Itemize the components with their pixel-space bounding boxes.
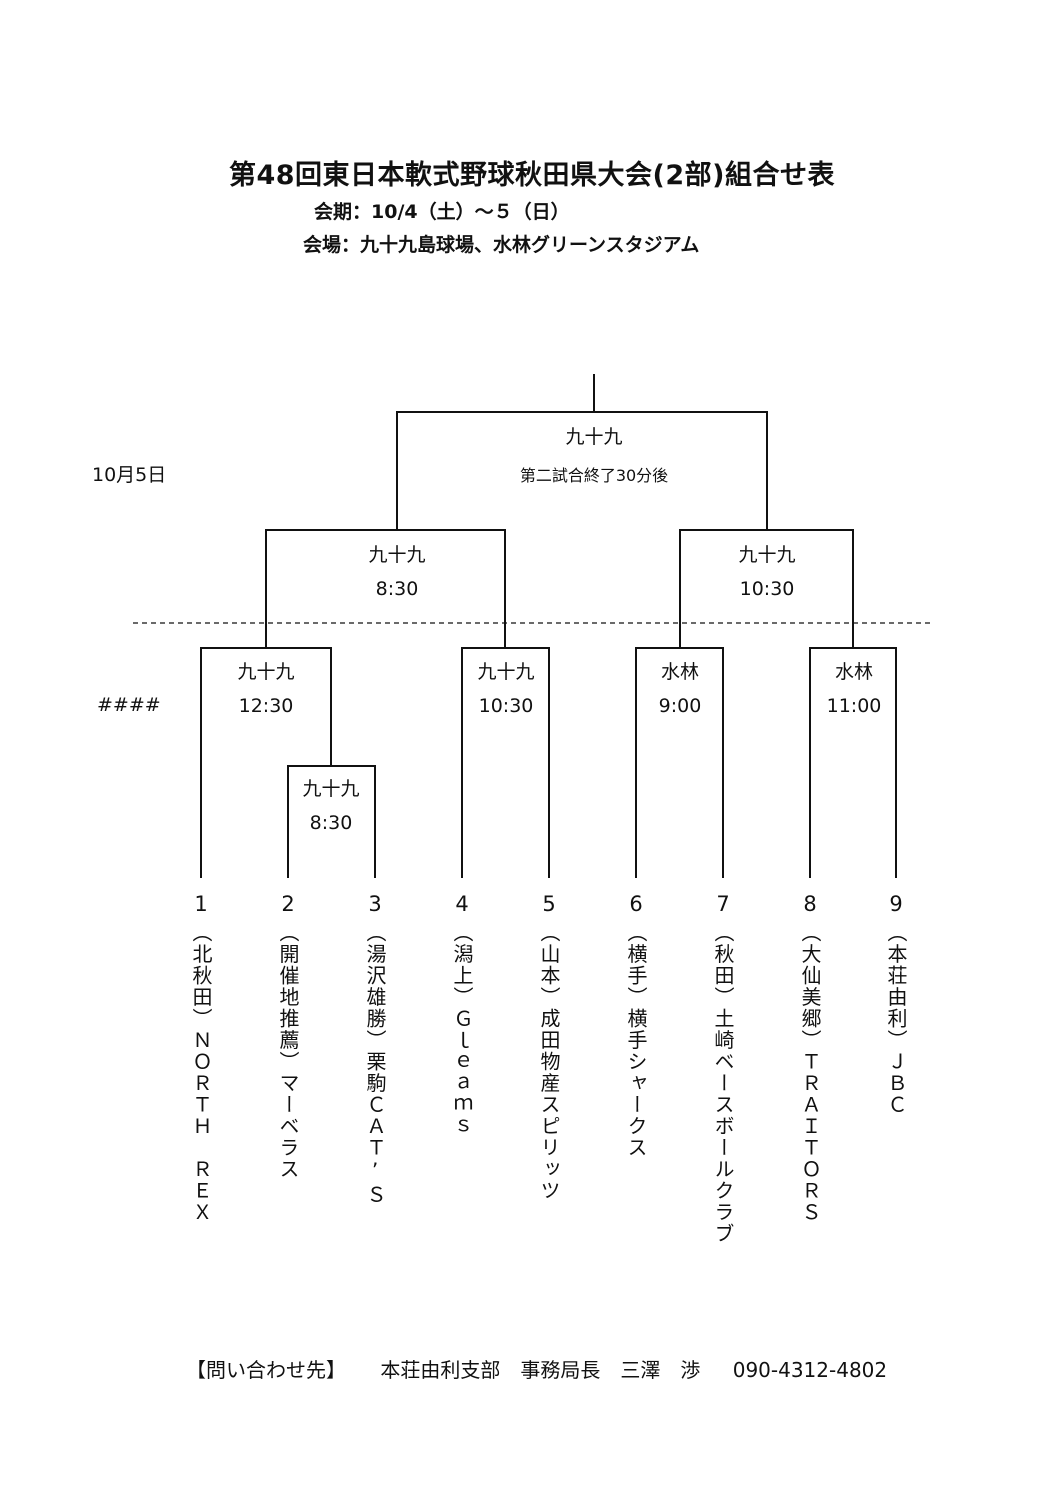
final-venue: 九十九	[565, 426, 623, 448]
round-1-bracket	[287, 765, 376, 878]
semi-left-time: 8:30	[375, 578, 419, 600]
quarter-2-bracket	[461, 647, 550, 878]
team-number: 3	[368, 892, 382, 916]
semi-right-time: 10:30	[739, 578, 795, 600]
final-match-bracket	[396, 411, 768, 530]
quarter-1-venue: 九十九	[237, 661, 295, 683]
quarter-3-venue: 水林	[660, 661, 699, 683]
team-entry: 8 （大仙美郷）ＴＲＡＩＴＯＲＳ	[794, 890, 826, 1223]
final-time: 第二試合終了30分後	[519, 466, 669, 485]
team-number: 7	[716, 892, 730, 916]
semi-right-bracket	[679, 529, 854, 648]
event-period: 会期：10/4（土）～５（日）	[314, 201, 570, 223]
team-name: （開催地推薦）マーベラス	[276, 922, 300, 1180]
team-number: 1	[194, 892, 208, 916]
team-number: 9	[889, 892, 903, 916]
team-number: 2	[281, 892, 295, 916]
team-entry: 5 （山本）成田物産スピリッツ	[533, 890, 565, 1202]
team-entry: 2 （開催地推薦）マーベラス	[272, 890, 304, 1180]
round-1-time: 8:30	[309, 812, 353, 834]
team-name: （北秋田）ＮＯＲＴＨ ＲＥＸ	[189, 922, 213, 1223]
contact-org: 本荘由利支部 事務局長 三澤 渉	[380, 1358, 701, 1382]
team-entry: 3 （湯沢雄勝）栗駒ＣＡＴ’Ｓ	[359, 890, 391, 1206]
event-venue: 会場：九十九島球場、水林グリーンスタジアム	[303, 234, 700, 256]
team-number: 8	[803, 892, 817, 916]
day-label-day1: ####	[97, 694, 161, 716]
team-number: 4	[455, 892, 469, 916]
team-name: （山本）成田物産スピリッツ	[537, 922, 561, 1202]
team-name: （横手）横手シャークス	[624, 922, 648, 1159]
quarter-4-time: 11:00	[826, 695, 882, 717]
quarter-1-bracket	[200, 647, 332, 878]
team-number: 5	[542, 892, 556, 916]
round-1-venue: 九十九	[302, 778, 360, 800]
day-label-day2: 10月5日	[92, 464, 167, 486]
semi-right-venue: 九十九	[738, 544, 796, 566]
quarter-3-bracket	[635, 647, 724, 878]
team-name: （湯沢雄勝）栗駒ＣＡＴ’Ｓ	[363, 922, 387, 1206]
quarter-2-venue: 九十九	[477, 661, 535, 683]
quarter-2-time: 10:30	[478, 695, 534, 717]
team-entry: 7 （秋田）土崎ベースボールクラブ	[707, 890, 739, 1245]
quarter-4-bracket	[809, 647, 897, 878]
page-title: 第48回東日本軟式野球秋田県大会(2部)組合せ表	[228, 160, 836, 191]
team-entry: 1 （北秋田）ＮＯＲＴＨ ＲＥＸ	[185, 890, 217, 1223]
team-entry: 6 （横手）横手シャークス	[620, 890, 652, 1159]
team-name: （潟上）Ｇｌｅａｍｓ	[450, 922, 474, 1137]
team-entry: 4 （潟上）Ｇｌｅａｍｓ	[446, 890, 478, 1137]
team-name: （大仙美郷）ＴＲＡＩＴＯＲＳ	[798, 922, 822, 1223]
contact-label: 【問い合わせ先】	[186, 1358, 346, 1382]
semi-left-bracket	[265, 529, 506, 648]
contact-phone: 090-4312-4802	[732, 1358, 888, 1382]
semi-left-venue: 九十九	[368, 544, 426, 566]
team-name: （本荘由利）ＪＢＣ	[884, 922, 908, 1116]
team-number: 6	[629, 892, 643, 916]
quarter-1-time: 12:30	[238, 695, 294, 717]
contact-info: 【問い合わせ先】 本荘由利支部 事務局長 三澤 渉 090-4312-4802	[186, 1354, 887, 1383]
quarter-3-time: 9:00	[658, 695, 702, 717]
team-name: （秋田）土崎ベースボールクラブ	[711, 922, 735, 1245]
team-entry: 9 （本荘由利）ＪＢＣ	[880, 890, 912, 1116]
quarter-4-venue: 水林	[834, 661, 873, 683]
